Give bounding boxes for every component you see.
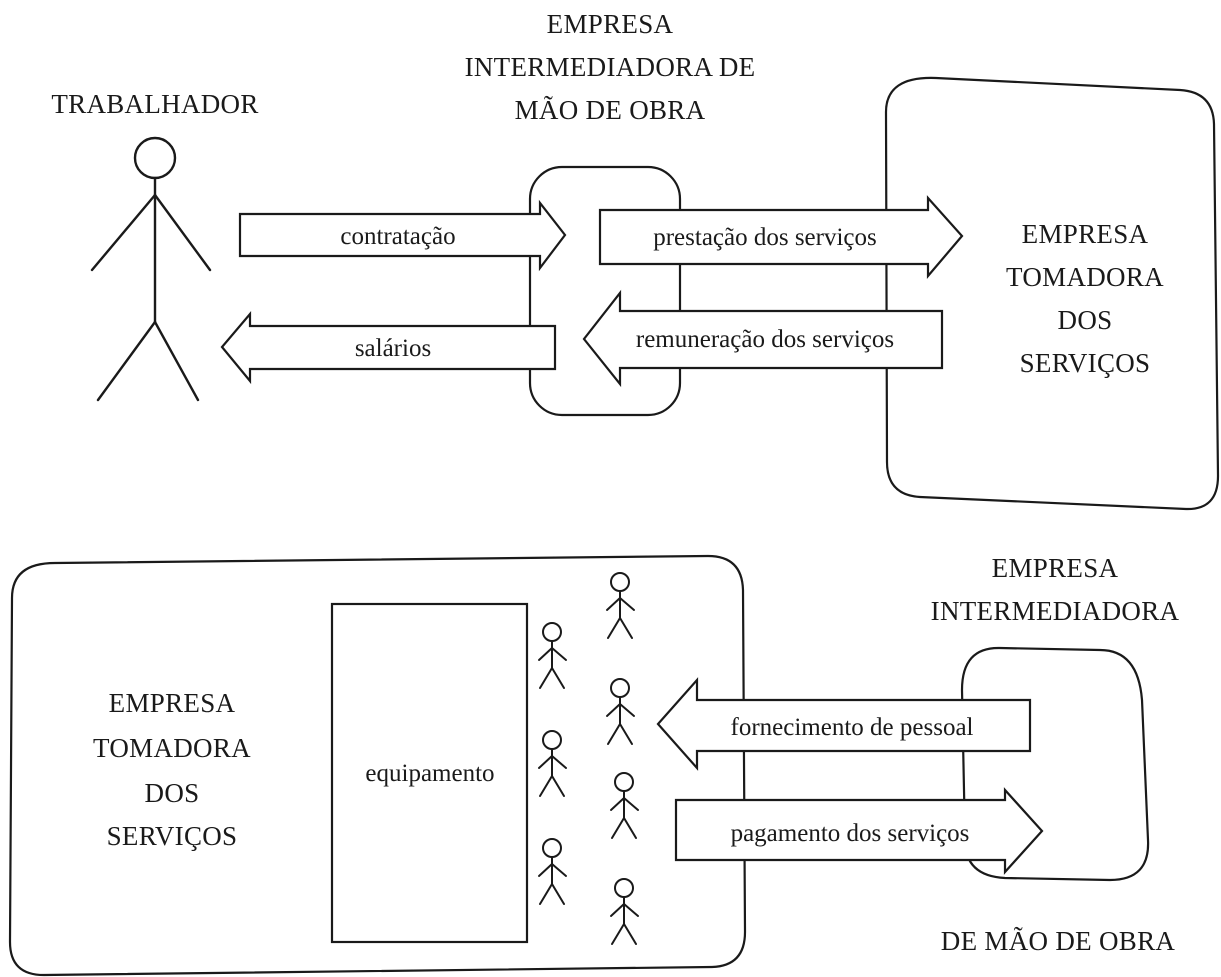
worker-figure bbox=[90, 136, 212, 402]
arrow-fornecimento: fornecimento de pessoal bbox=[656, 677, 1032, 771]
staff-figure bbox=[606, 572, 635, 639]
arrow-salarios: salários bbox=[220, 311, 557, 385]
equipment-box bbox=[330, 602, 529, 944]
bottom-intermediary-subtitle: DE MÃO DE OBRA bbox=[941, 926, 1176, 956]
arrow-prestacao: prestação dos serviços bbox=[598, 195, 964, 279]
client-title-line-4: SERVIÇOS bbox=[1020, 348, 1151, 378]
worker-label: TRABALHADOR bbox=[51, 89, 258, 119]
intermediary-box bbox=[528, 165, 682, 417]
staff-figure bbox=[610, 772, 639, 839]
arrow-prestacao-label: prestação dos serviços bbox=[653, 224, 877, 251]
intermediary-title-line-3: MÃO DE OBRA bbox=[515, 95, 706, 125]
staff-figure bbox=[606, 678, 635, 745]
intermediary-title-line-1: EMPRESA bbox=[547, 9, 674, 39]
arrow-remuneracao: remuneração dos serviços bbox=[582, 289, 944, 388]
staff-figure bbox=[610, 878, 639, 945]
intermediary-title-line-2: INTERMEDIADORA DE bbox=[465, 52, 756, 82]
arrow-pagamento-label: pagamento dos serviços bbox=[731, 820, 970, 847]
equipment-label: equipamento bbox=[365, 760, 494, 787]
staff-figure bbox=[538, 730, 567, 797]
arrow-salarios-label: salários bbox=[355, 335, 431, 362]
bottom-client-title-line-1: EMPRESA bbox=[109, 688, 236, 718]
arrow-remuneracao-label: remuneração dos serviços bbox=[636, 326, 894, 353]
arrow-contratacao: contratação bbox=[238, 199, 567, 272]
staff-figure bbox=[538, 622, 567, 689]
staff-figures bbox=[538, 572, 639, 945]
client-title-line-1: EMPRESA bbox=[1022, 219, 1149, 249]
staff-figure bbox=[538, 838, 567, 905]
bottom-client-title-line-2: TOMADORA bbox=[93, 733, 251, 763]
arrow-contratacao-label: contratação bbox=[340, 223, 455, 250]
bottom-intermediary-title-line-2: INTERMEDIADORA bbox=[931, 596, 1180, 626]
client-title-line-3: DOS bbox=[1058, 305, 1113, 335]
arrow-pagamento: pagamento dos serviços bbox=[674, 787, 1044, 875]
client-box bbox=[884, 76, 1220, 511]
bottom-client-title-line-3: DOS bbox=[145, 778, 200, 808]
client-title-line-2: TOMADORA bbox=[1006, 262, 1164, 292]
arrow-fornecimento-label: fornecimento de pessoal bbox=[731, 714, 974, 741]
bottom-intermediary-title-line-1: EMPRESA bbox=[992, 553, 1119, 583]
bottom-client-title-line-4: SERVIÇOS bbox=[107, 821, 238, 851]
